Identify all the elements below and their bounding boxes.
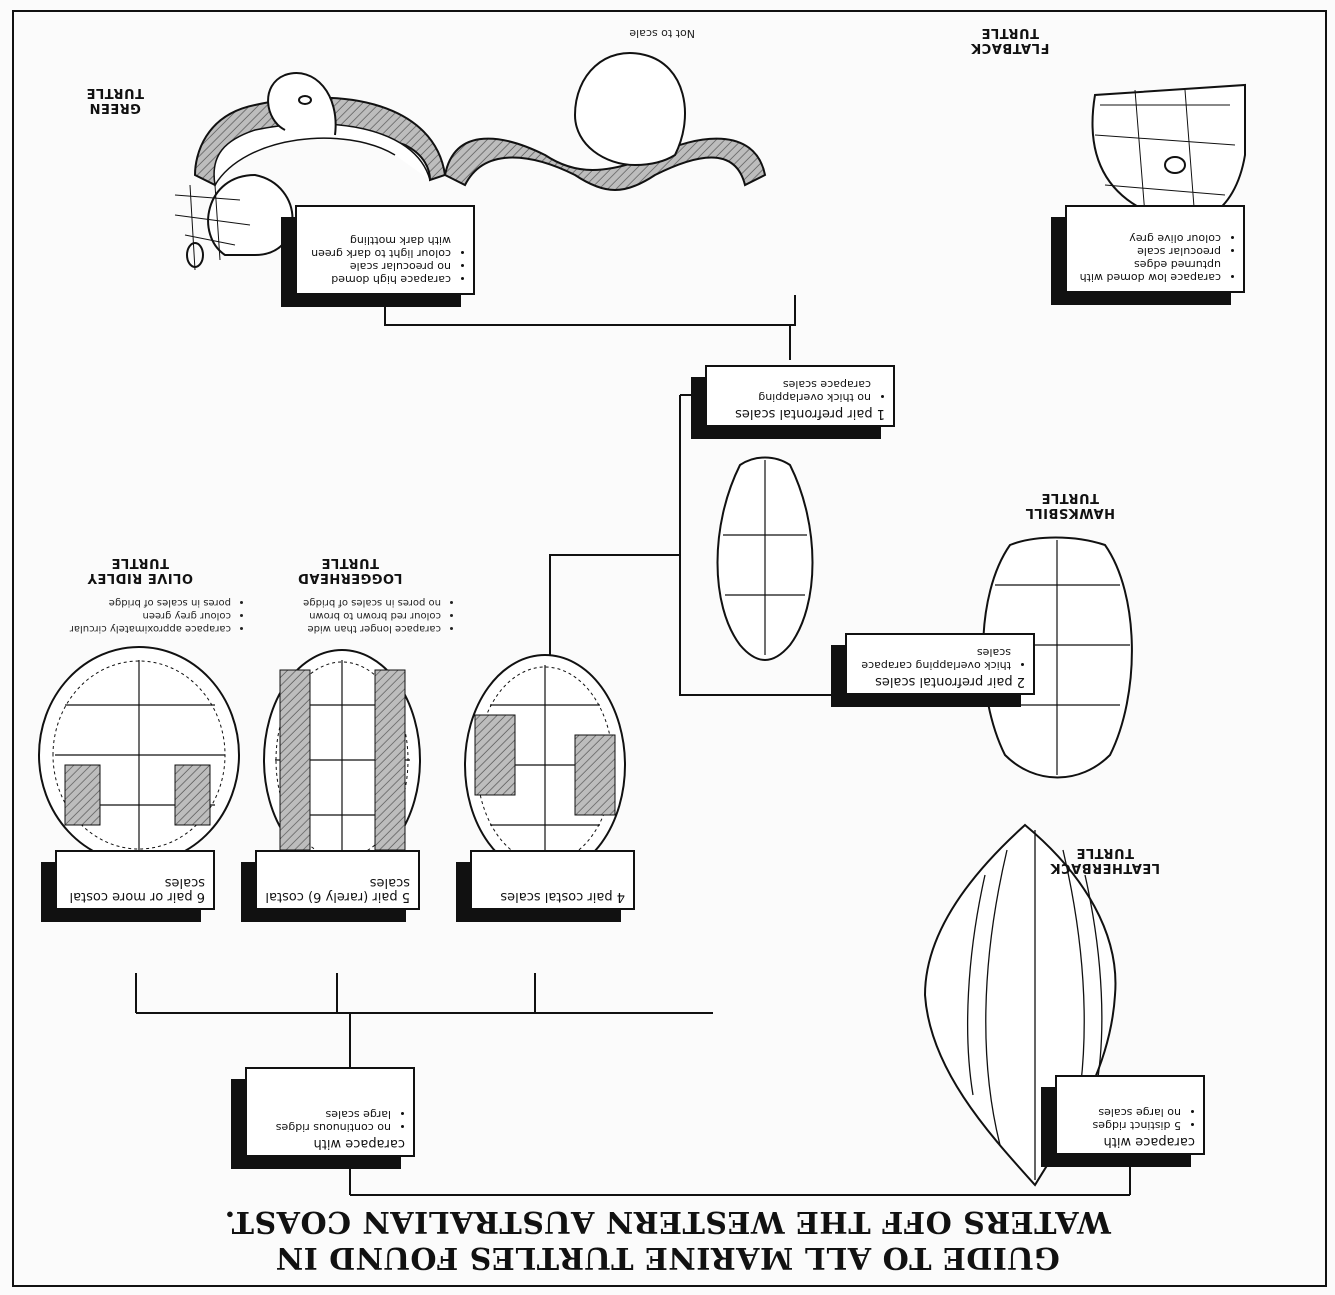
two-pair-prefrontal-heading: 2 pair prefrontal scales bbox=[855, 674, 1025, 688]
loggerhead-bullet: no pores in scales of bridge bbox=[255, 596, 441, 609]
one-pair-prefrontal-box: 1 pair prefrontal scales no thick overla… bbox=[705, 365, 895, 427]
flatback-bullet: colour olive grey bbox=[1075, 232, 1221, 245]
one-pair-prefrontal-heading: 1 pair prefrontal scales bbox=[715, 406, 885, 420]
olive-ridley-bullet: carapace approximately circular bbox=[35, 622, 231, 635]
olive-ridley-name: OLIVE RIDLEY TURTLE bbox=[70, 555, 210, 585]
root-box-heading: carapace with bbox=[255, 1136, 405, 1150]
loggerhead-bullet: colour red brown to brown bbox=[255, 609, 441, 622]
two-pair-prefrontal-bullet: thick overlapping carapace scales bbox=[855, 646, 1011, 672]
scale-note: Not to scale bbox=[575, 27, 695, 40]
olive-ridley-carapace-drawing bbox=[39, 647, 239, 863]
olive-ridley-bullets: carapace approximately circular colour g… bbox=[35, 596, 245, 635]
one-pair-prefrontal-bullet: no thick overlapping carapace scales bbox=[715, 378, 871, 404]
root-carapace-box: carapace with no continuous ridges large… bbox=[245, 1067, 415, 1157]
title-line-2: WATERS OFF THE WESTERN AUSTRALIAN COAST. bbox=[0, 1204, 1335, 1239]
five-pair-costal-text: 5 pair (rarely 6) costal scales bbox=[265, 875, 410, 903]
six-pair-costal-text: 6 pair or more costal scales bbox=[65, 875, 205, 903]
loggerhead-bullets: carapace longer than wide colour red bro… bbox=[255, 596, 455, 635]
hawksbill-name: HAWKSBILL TURTLE bbox=[1010, 490, 1130, 520]
six-pair-costal-box: 6 pair or more costal scales bbox=[55, 850, 215, 910]
loggerhead-name: LOGGERHEAD TURTLE bbox=[280, 555, 420, 585]
leatherback-name: LEATHERBACK TURTLE bbox=[1050, 845, 1160, 875]
root-box-bullet: no continuous ridges bbox=[255, 1121, 391, 1134]
flatback-turtle-drawing bbox=[445, 53, 1245, 222]
olive-ridley-bullet: colour grey green bbox=[35, 609, 231, 622]
leatherback-box-heading: carapace with bbox=[1065, 1134, 1195, 1148]
loggerhead-bullet: carapace longer than wide bbox=[255, 622, 441, 635]
green-box: carapace high domed no preocular scale c… bbox=[295, 205, 475, 295]
one-pair-carapace-drawing bbox=[718, 458, 813, 661]
flatback-bullet: preocular scale bbox=[1075, 245, 1221, 258]
green-bullet: carapace high domed bbox=[305, 273, 451, 286]
four-pair-costal-text: 4 pair costal scales bbox=[480, 889, 625, 903]
five-pair-costal-box: 5 pair (rarely 6) costal scales bbox=[255, 850, 420, 910]
leatherback-box-bullet: no large scales bbox=[1065, 1106, 1181, 1119]
olive-ridley-bullet: pores in scales of bridge bbox=[35, 596, 231, 609]
flatback-bullet: carapace low domed with upturned edges bbox=[1075, 258, 1221, 284]
root-box-bullet: large scales bbox=[255, 1108, 391, 1121]
flatback-name: FLATBACK TURTLE bbox=[955, 25, 1065, 55]
two-pair-prefrontal-box: 2 pair prefrontal scales thick overlappi… bbox=[845, 633, 1035, 695]
four-pair-costal-box: 4 pair costal scales bbox=[470, 850, 635, 910]
flatback-box: carapace low domed with upturned edges p… bbox=[1065, 205, 1245, 293]
green-bullet: colour light to dark green with dark mot… bbox=[305, 234, 451, 260]
green-name: GREEN TURTLE bbox=[70, 85, 160, 115]
leatherback-box-bullet: 5 distinct ridges bbox=[1065, 1119, 1181, 1132]
green-bullet: no preocular scale bbox=[305, 260, 451, 273]
title-line-1: GUIDE TO ALL MARINE TURTLES FOUND IN bbox=[0, 1240, 1335, 1275]
leatherback-box: carapace with 5 distinct ridges no large… bbox=[1055, 1075, 1205, 1155]
four-pair-carapace-drawing bbox=[465, 655, 625, 875]
loggerhead-carapace-drawing bbox=[264, 650, 420, 870]
